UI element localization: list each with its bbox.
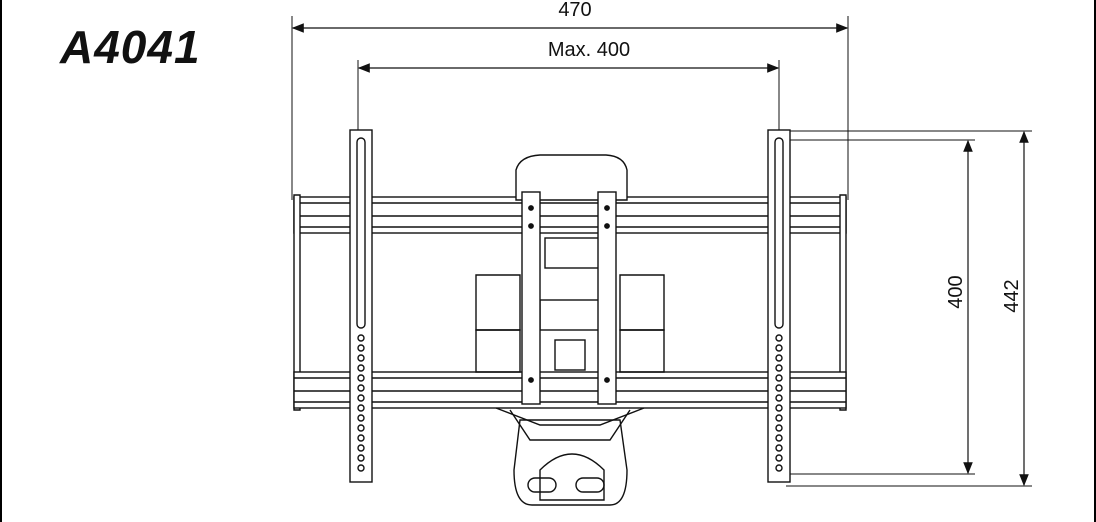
inner-bracket-left [521, 191, 541, 405]
center-arm-assembly [475, 154, 665, 506]
vertical-dimensions: 400 442 [786, 130, 1032, 487]
left-vertical-rail [349, 129, 373, 483]
upper-crossbar [293, 194, 847, 411]
max-width-label: Max. 400 [548, 39, 630, 61]
vertical-inner-label: 400 [945, 275, 967, 308]
max-width-dimension: Max. 400 [357, 39, 780, 130]
vertical-outer-label: 442 [1001, 279, 1023, 312]
lower-crossbar [293, 371, 847, 409]
overall-width-label: 470 [558, 0, 591, 21]
model-label: A4041 [60, 21, 201, 73]
inner-bracket-right [597, 191, 617, 405]
overall-width-dimension: 470 [291, 0, 849, 200]
right-vertical-rail [767, 129, 791, 483]
